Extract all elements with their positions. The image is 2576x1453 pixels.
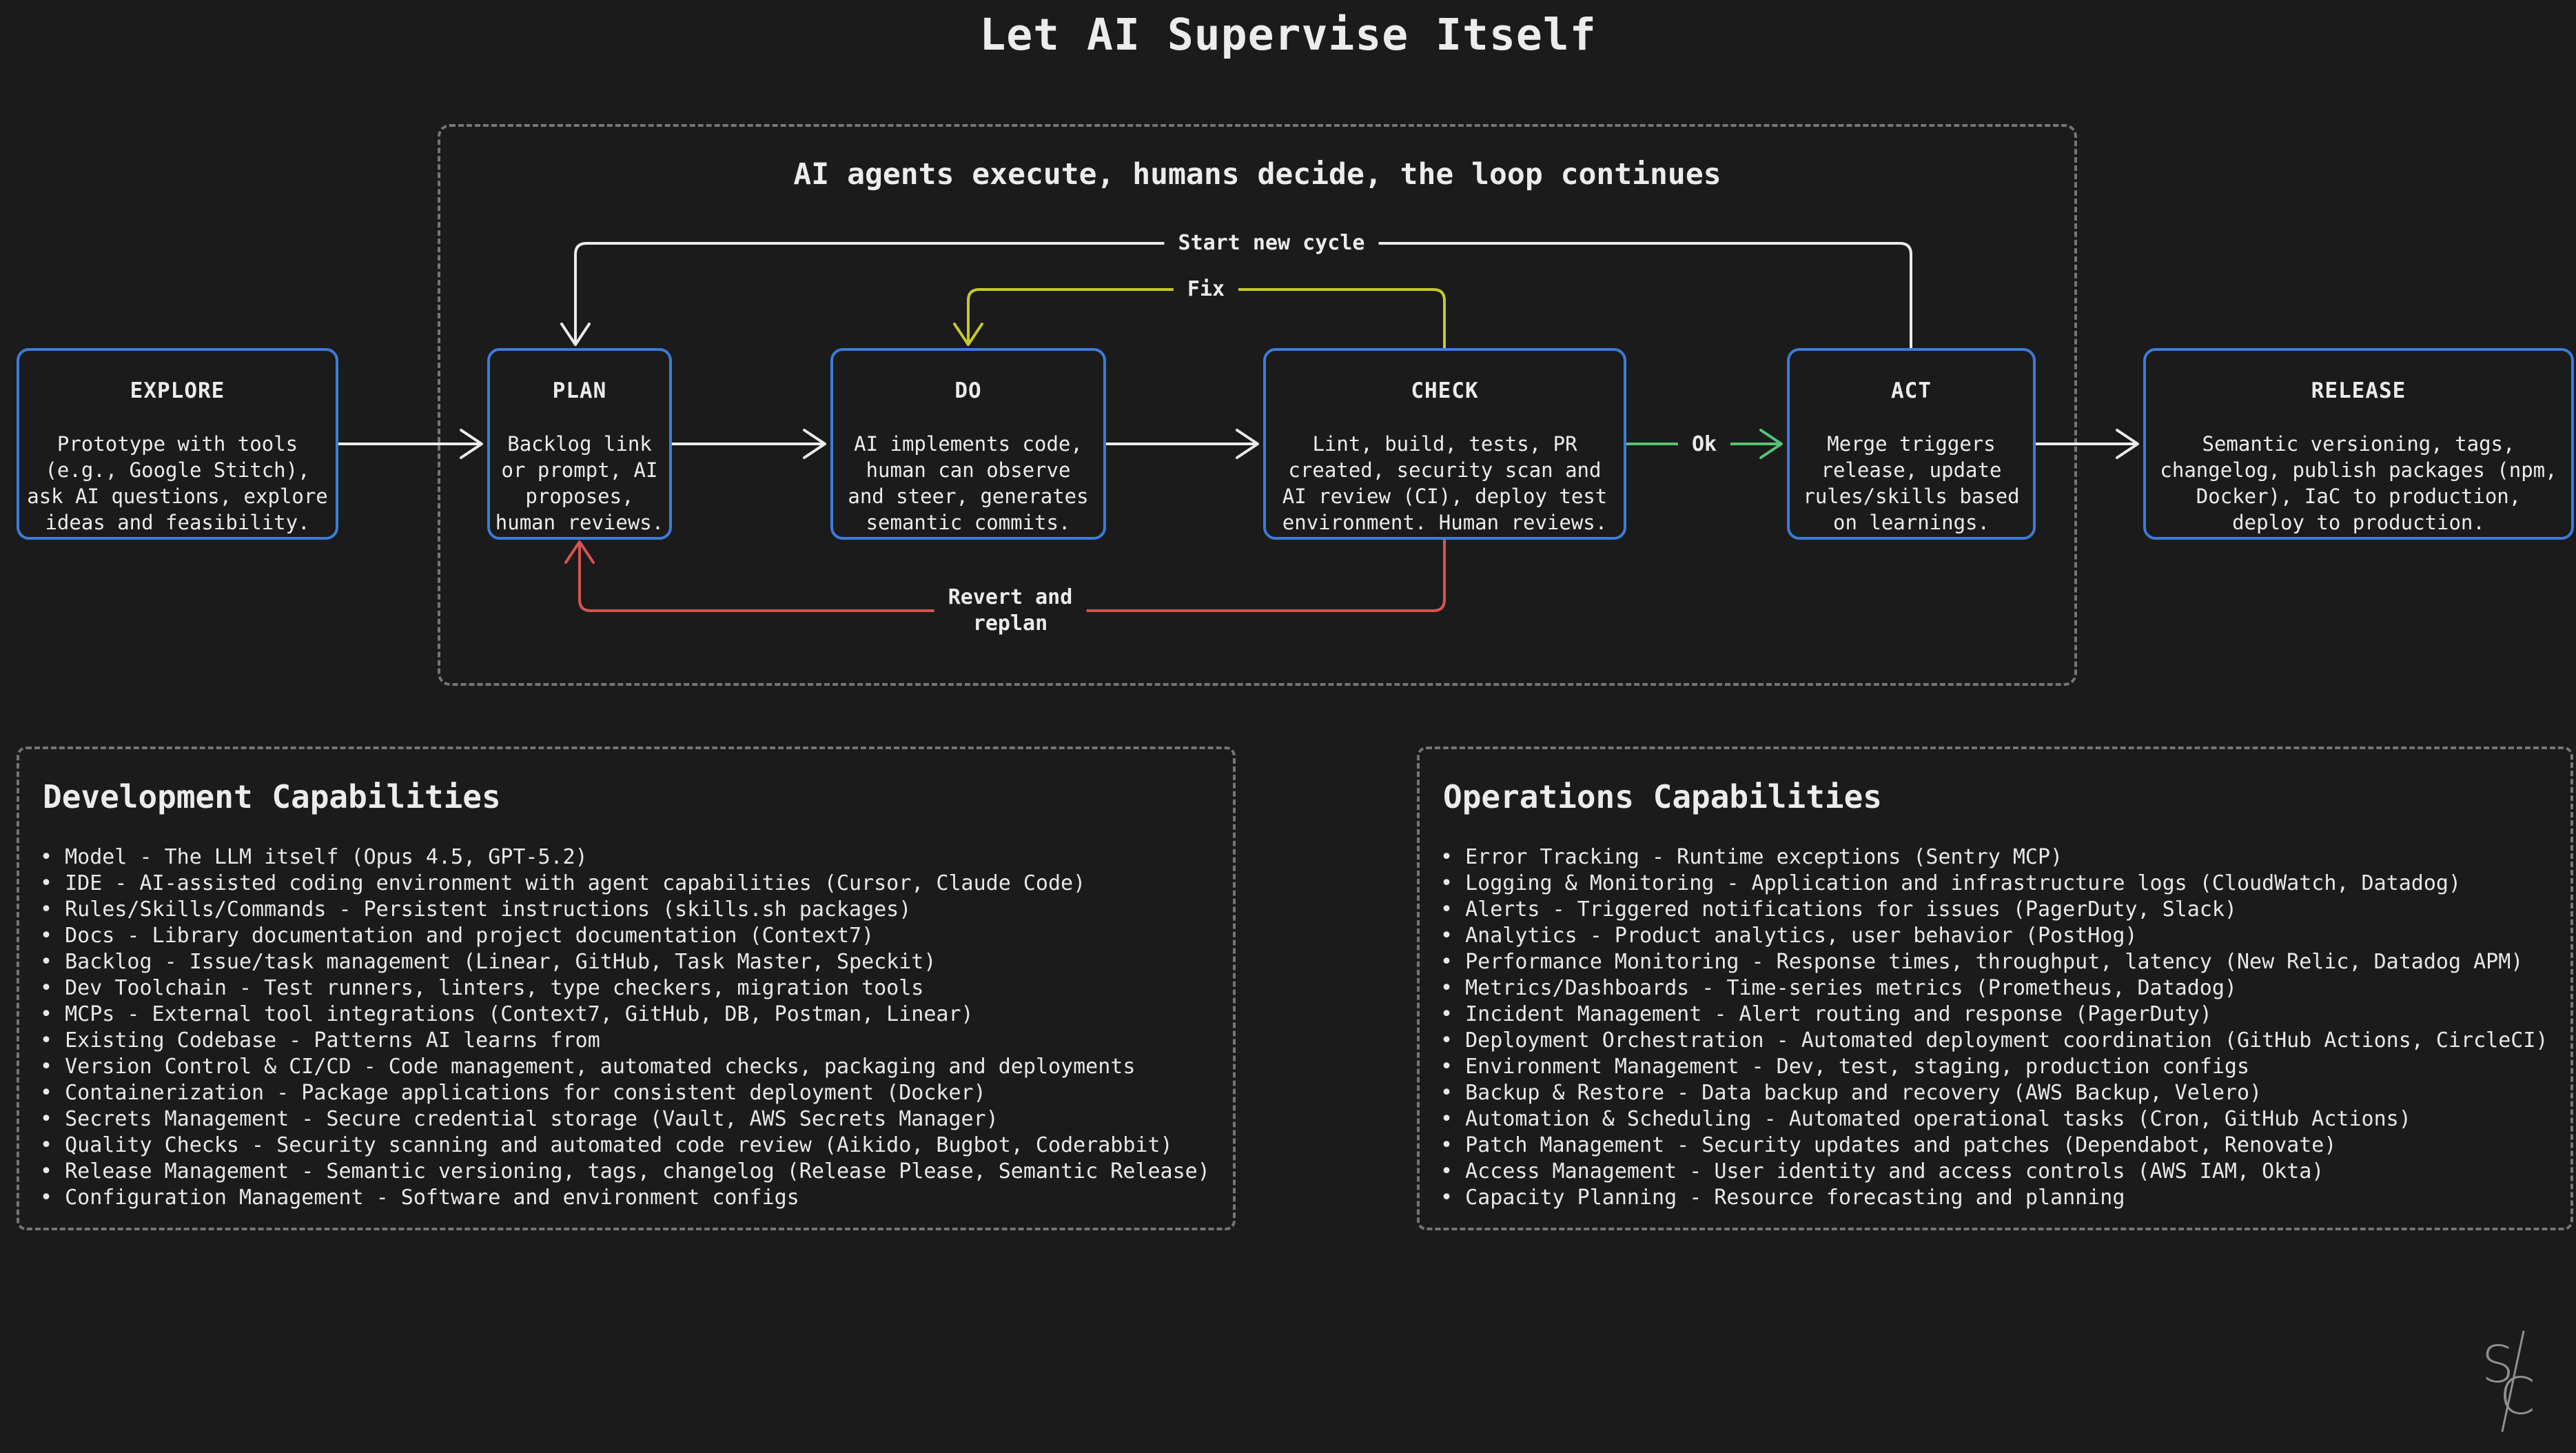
arrowhead-act-to-release xyxy=(2116,429,2139,459)
edge-label-revert-line1: Revert and xyxy=(948,585,1073,609)
list-item: Deployment Orchestration - Automated dep… xyxy=(1440,1028,2550,1054)
operations-capabilities-heading: Operations Capabilities xyxy=(1443,778,1882,815)
edge-label-revert-replan: Revert and replan xyxy=(934,583,1087,638)
list-item: Performance Monitoring - Response times,… xyxy=(1440,949,2550,975)
sc-monogram-logo: S C xyxy=(2464,1330,2567,1437)
edge-label-start-new-cycle: Start new cycle xyxy=(1164,229,1379,258)
flow-box-body: Semantic versioning, tags, changelog, pu… xyxy=(2160,432,2557,534)
development-capabilities-heading: Development Capabilities xyxy=(43,778,501,815)
list-item: Rules/Skills/Commands - Persistent instr… xyxy=(40,897,1212,923)
flow-box-body: Prototype with tools (e.g., Google Stitc… xyxy=(27,432,328,534)
list-item: Logging & Monitoring - Application and i… xyxy=(1440,871,2550,897)
list-item: Model - The LLM itself (Opus 4.5, GPT-5.… xyxy=(40,844,1212,871)
list-item: Release Management - Semantic versioning… xyxy=(40,1159,1212,1185)
list-item: Alerts - Triggered notifications for iss… xyxy=(1440,897,2550,923)
development-capabilities-panel: Development Capabilities Model - The LLM… xyxy=(17,746,1236,1230)
edge-label-revert-line2: replan xyxy=(972,611,1048,636)
edge-label-ok: Ok xyxy=(1677,430,1731,459)
flow-box-release: RELEASE Semantic versioning, tags, chang… xyxy=(2143,348,2574,540)
flow-box-title: ACT xyxy=(1891,378,1932,403)
operations-capabilities-panel: Operations Capabilities Error Tracking -… xyxy=(1417,746,2573,1230)
logo-letter-s: S xyxy=(2482,1335,2514,1394)
flow-box-title: DO xyxy=(954,378,982,403)
list-item: IDE - AI-assisted coding environment wit… xyxy=(40,871,1212,897)
logo-letter-c: C xyxy=(2500,1367,2535,1426)
list-item: Version Control & CI/CD - Code managemen… xyxy=(40,1054,1212,1080)
list-item: Analytics - Product analytics, user beha… xyxy=(1440,923,2550,949)
flow-box-act: ACT Merge triggers release, update rules… xyxy=(1787,348,2036,540)
development-capabilities-list: Model - The LLM itself (Opus 4.5, GPT-5.… xyxy=(40,844,1212,1211)
list-item: Patch Management - Security updates and … xyxy=(1440,1132,2550,1159)
list-item: Error Tracking - Runtime exceptions (Sen… xyxy=(1440,844,2550,871)
arrowhead-explore-to-plan xyxy=(460,429,483,459)
list-item: Quality Checks - Security scanning and a… xyxy=(40,1132,1212,1159)
operations-capabilities-list: Error Tracking - Runtime exceptions (Sen… xyxy=(1440,844,2550,1211)
list-item: Capacity Planning - Resource forecasting… xyxy=(1440,1185,2550,1211)
list-item: Automation & Scheduling - Automated oper… xyxy=(1440,1106,2550,1132)
flow-box-explore: EXPLORE Prototype with tools (e.g., Goog… xyxy=(17,348,338,540)
list-item: MCPs - External tool integrations (Conte… xyxy=(40,1002,1212,1028)
flow-box-title: RELEASE xyxy=(2311,378,2406,403)
list-item: Environment Management - Dev, test, stag… xyxy=(1440,1054,2550,1080)
list-item: Secrets Management - Secure credential s… xyxy=(40,1106,1212,1132)
arrowhead-plan-to-do xyxy=(803,429,826,459)
arrowhead-start-new-cycle xyxy=(560,323,591,346)
edge-label-fix: Fix xyxy=(1173,275,1239,304)
flow-box-check: CHECK Lint, build, tests, PR created, se… xyxy=(1263,348,1626,540)
list-item: Incident Management - Alert routing and … xyxy=(1440,1002,2550,1028)
arrowhead-revert-replan xyxy=(564,540,595,564)
flow-box-do: DO AI implements code, human can observe… xyxy=(830,348,1106,540)
loop-subtitle: AI agents execute, humans decide, the lo… xyxy=(793,157,1721,192)
flow-box-body: Lint, build, tests, PR created, security… xyxy=(1282,432,1608,534)
flow-box-body: AI implements code, human can observe an… xyxy=(848,432,1089,534)
list-item: Existing Codebase - Patterns AI learns f… xyxy=(40,1028,1212,1054)
flow-box-title: PLAN xyxy=(552,378,607,403)
flow-box-body: Merge triggers release, update rules/ski… xyxy=(1803,432,2020,534)
list-item: Access Management - User identity and ac… xyxy=(1440,1159,2550,1185)
list-item: Configuration Management - Software and … xyxy=(40,1185,1212,1211)
list-item: Docs - Library documentation and project… xyxy=(40,923,1212,949)
list-item: Metrics/Dashboards - Time-series metrics… xyxy=(1440,975,2550,1002)
list-item: Containerization - Package applications … xyxy=(40,1080,1212,1106)
list-item: Dev Toolchain - Test runners, linters, t… xyxy=(40,975,1212,1002)
flow-box-plan: PLAN Backlog link or prompt, AI proposes… xyxy=(487,348,672,540)
arrowhead-check-to-act-ok xyxy=(1759,429,1783,459)
flow-box-title: CHECK xyxy=(1411,378,1479,403)
arrow-start-new-cycle xyxy=(574,242,1912,349)
page-title: Let AI Supervise Itself xyxy=(979,10,1597,60)
list-item: Backlog - Issue/task management (Linear,… xyxy=(40,949,1212,975)
arrowhead-fix xyxy=(953,323,983,346)
loop-dashed-container xyxy=(438,124,2077,686)
flow-box-body: Backlog link or prompt, AI proposes, hum… xyxy=(495,432,664,534)
arrowhead-do-to-check xyxy=(1236,429,1259,459)
flow-box-title: EXPLORE xyxy=(130,378,225,403)
list-item: Backup & Restore - Data backup and recov… xyxy=(1440,1080,2550,1106)
